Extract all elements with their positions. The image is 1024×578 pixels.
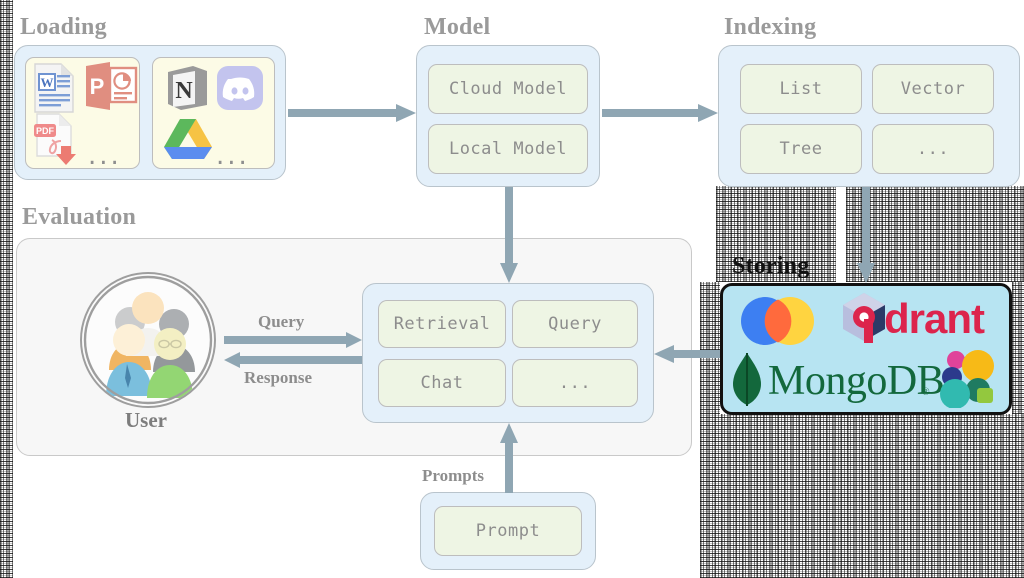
querying-chip-retrieval-label: Retrieval: [393, 314, 491, 334]
loading-apps-more-dots: ...: [216, 141, 250, 171]
section-title-loading: Loading: [20, 14, 107, 40]
section-title-evaluation: Evaluation: [22, 204, 137, 230]
discord-icon: [217, 66, 263, 110]
notion-icon: N: [168, 66, 207, 110]
noise-texture-storing-left: [700, 282, 720, 414]
arrow-indexing-to-storing: [857, 187, 875, 283]
querying-chip-query[interactable]: Query: [512, 300, 638, 348]
google-drive-icon: [164, 119, 212, 159]
edge-label-response: Response: [244, 368, 313, 387]
qdrant-wordmark: drant: [884, 295, 985, 342]
chroma-logo: [741, 297, 814, 345]
noise-texture-storing-right: [1012, 282, 1024, 414]
svg-text:W: W: [41, 75, 54, 90]
arrow-model-to-indexing: [602, 104, 718, 122]
mongodb-registered-mark: ®: [922, 387, 930, 398]
word-doc-icon: W: [34, 63, 74, 113]
querying-chip-retrieval[interactable]: Retrieval: [378, 300, 506, 348]
svg-text:PDF: PDF: [36, 126, 55, 136]
querying-chip-query-label: Query: [548, 314, 602, 334]
section-title-indexing: Indexing: [724, 14, 817, 40]
prompt-chip-label: Prompt: [475, 521, 541, 541]
noise-texture-bottom-right: [700, 414, 1024, 578]
indexing-chip-list[interactable]: List: [740, 64, 862, 114]
mongodb-leaf-icon: [733, 353, 761, 406]
mongodb-wordmark: MongoDB: [768, 358, 945, 404]
querying-chip-chat[interactable]: Chat: [378, 359, 506, 407]
model-chip-local-model-label: Local Model: [448, 139, 568, 159]
elasticsearch-logo: [940, 350, 994, 408]
loading-files-more-dots: ...: [88, 141, 122, 171]
edge-label-query: Query: [258, 312, 305, 331]
noise-texture-left-strip: [0, 0, 13, 578]
indexing-chip-vector-label: Vector: [900, 79, 966, 99]
querying-chip-more[interactable]: ...: [512, 359, 638, 407]
indexing-chip-tree[interactable]: Tree: [740, 124, 862, 174]
edge-label-prompts: Prompts: [422, 466, 485, 485]
user-caption: User: [125, 408, 167, 432]
section-title-model: Model: [424, 14, 491, 40]
indexing-chip-more-label: ...: [916, 139, 950, 159]
user-avatar: [80, 272, 216, 408]
powerpoint-icon: P: [86, 62, 138, 110]
prompt-chip[interactable]: Prompt: [434, 506, 582, 556]
indexing-chip-list-label: List: [779, 79, 823, 99]
model-chip-cloud-model[interactable]: Cloud Model: [428, 64, 588, 114]
section-title-storing: Storing: [732, 253, 810, 279]
svg-text:N: N: [175, 78, 193, 104]
pdf-download-icon: PDF: [34, 113, 76, 165]
indexing-chip-more[interactable]: ...: [872, 124, 994, 174]
model-chip-cloud-model-label: Cloud Model: [448, 79, 568, 99]
querying-chip-chat-label: Chat: [420, 373, 464, 393]
querying-chip-more-label: ...: [558, 373, 592, 393]
arrow-loading-to-model: [288, 104, 416, 122]
indexing-chip-vector[interactable]: Vector: [872, 64, 994, 114]
noise-texture-indexing-below-right: [846, 186, 1024, 282]
model-chip-local-model[interactable]: Local Model: [428, 124, 588, 174]
indexing-chip-tree-label: Tree: [779, 139, 823, 159]
svg-text:P: P: [90, 74, 105, 99]
qdrant-logo: [843, 293, 885, 343]
